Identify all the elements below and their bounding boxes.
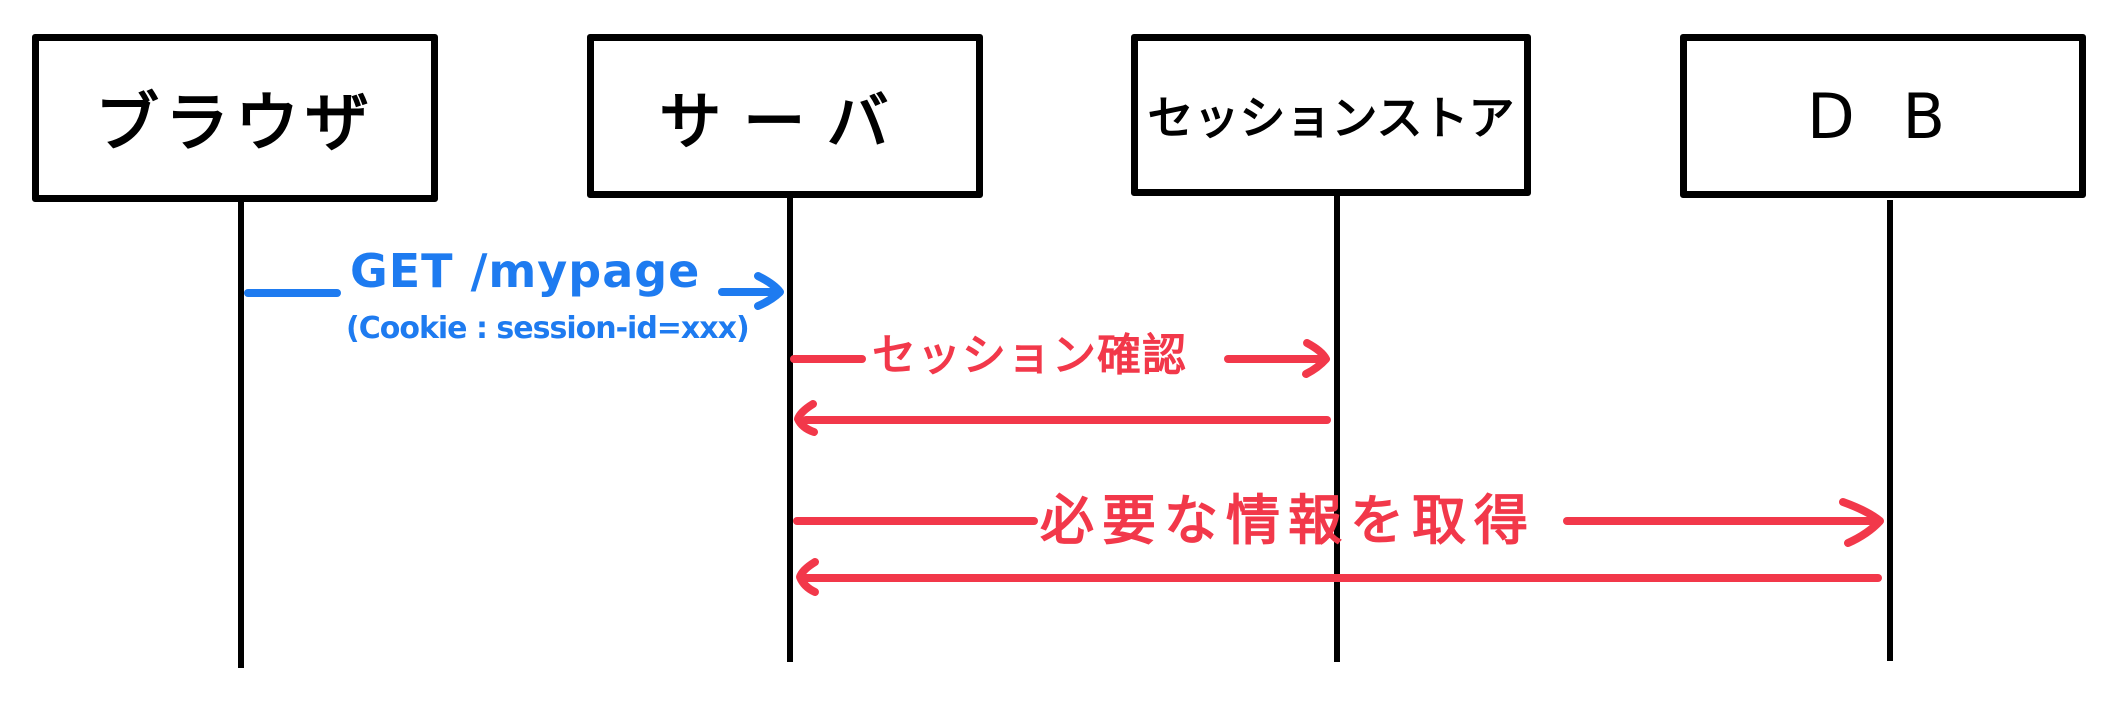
actor-label-server: サーバ [659, 85, 911, 158]
arrow-get-mypage [244, 272, 784, 310]
actor-box-browser: ブラウザ [32, 34, 438, 202]
arrow-fetch-info [793, 498, 1884, 547]
message-label-session-check: セッション確認 [872, 330, 1187, 381]
arrow-db-return [796, 558, 1882, 596]
message-label-get-mypage: GET /mypage [350, 244, 701, 298]
message-label-fetch-info: 必要な情報を取得 [1040, 489, 1536, 552]
arrow-session-return [794, 400, 1331, 436]
actor-box-server: サーバ [587, 34, 983, 198]
message-sublabel-cookie: (Cookie : session-id=xxx) [346, 311, 750, 346]
actor-box-db: D B [1680, 34, 2086, 198]
actor-label-browser: ブラウザ [95, 87, 375, 161]
actor-box-session-store: セッションストア [1131, 34, 1531, 196]
actor-label-db: D B [1807, 79, 1959, 153]
lifelines [238, 196, 1893, 668]
actor-label-session-store: セッションストア [1147, 91, 1515, 145]
arrow-session-check [790, 339, 1330, 378]
